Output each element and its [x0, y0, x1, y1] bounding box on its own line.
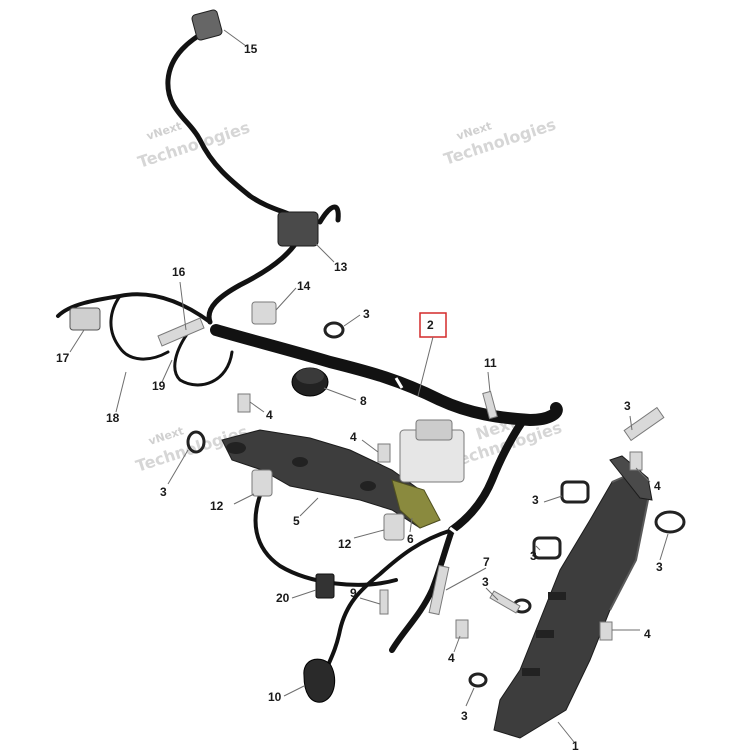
- callout-4: 4: [266, 408, 273, 422]
- callout-3: 3: [160, 485, 167, 499]
- callout-8: 8: [360, 394, 367, 408]
- callout-3: 3: [532, 493, 539, 507]
- connector-10: [303, 658, 336, 703]
- callout-13: 13: [334, 260, 348, 274]
- callout-17: 17: [56, 351, 70, 365]
- callout-16: 16: [172, 265, 186, 279]
- callout-4: 4: [350, 430, 357, 444]
- callout-20: 20: [276, 591, 290, 605]
- callout-4: 4: [654, 479, 661, 493]
- leader-lines: [69, 29, 669, 743]
- callout-7: 7: [483, 555, 490, 569]
- cable-tie-7: [428, 564, 450, 616]
- callout-1: 1: [572, 739, 579, 750]
- callout-18: 18: [106, 411, 120, 425]
- callout-labels: 2 15 13 14 3 16 17 19 18 8 4 4 3 12 5 12…: [56, 42, 663, 750]
- cable-tie-9: [379, 589, 389, 615]
- callout-9: 9: [350, 586, 357, 600]
- callout-11: 11: [484, 356, 497, 370]
- grommet-8: [291, 367, 329, 397]
- callout-12: 12: [210, 499, 224, 513]
- clip-14: [251, 301, 277, 325]
- callout-5: 5: [293, 514, 300, 528]
- callout-3: 3: [530, 549, 537, 563]
- callout-14: 14: [297, 279, 311, 293]
- callout-3: 3: [656, 560, 663, 574]
- connector-15: [191, 9, 223, 41]
- callout-3: 3: [482, 575, 489, 589]
- watermark-text: Technologies: [135, 118, 252, 172]
- clamps-3: [186, 321, 686, 688]
- frame-rail: [493, 455, 653, 739]
- callout-4: 4: [644, 627, 651, 641]
- callout-4: 4: [448, 651, 455, 665]
- callout-6: 6: [407, 532, 414, 546]
- relay-20: [315, 573, 335, 599]
- callout-2: 2: [427, 318, 434, 332]
- bolts-4: [237, 393, 665, 641]
- callout-10: 10: [268, 690, 282, 704]
- callout-15: 15: [244, 42, 258, 56]
- callout-19: 19: [152, 379, 166, 393]
- callout-3: 3: [624, 399, 631, 413]
- callout-12: 12: [338, 537, 352, 551]
- connector-13: [277, 211, 319, 247]
- callout-3: 3: [363, 307, 370, 321]
- bracket-16: [157, 317, 205, 347]
- cable-tie-11: [482, 390, 498, 420]
- callout-3: 3: [461, 709, 468, 723]
- connector-17: [69, 307, 101, 331]
- connector-12: [251, 469, 405, 541]
- module-6: [399, 419, 465, 483]
